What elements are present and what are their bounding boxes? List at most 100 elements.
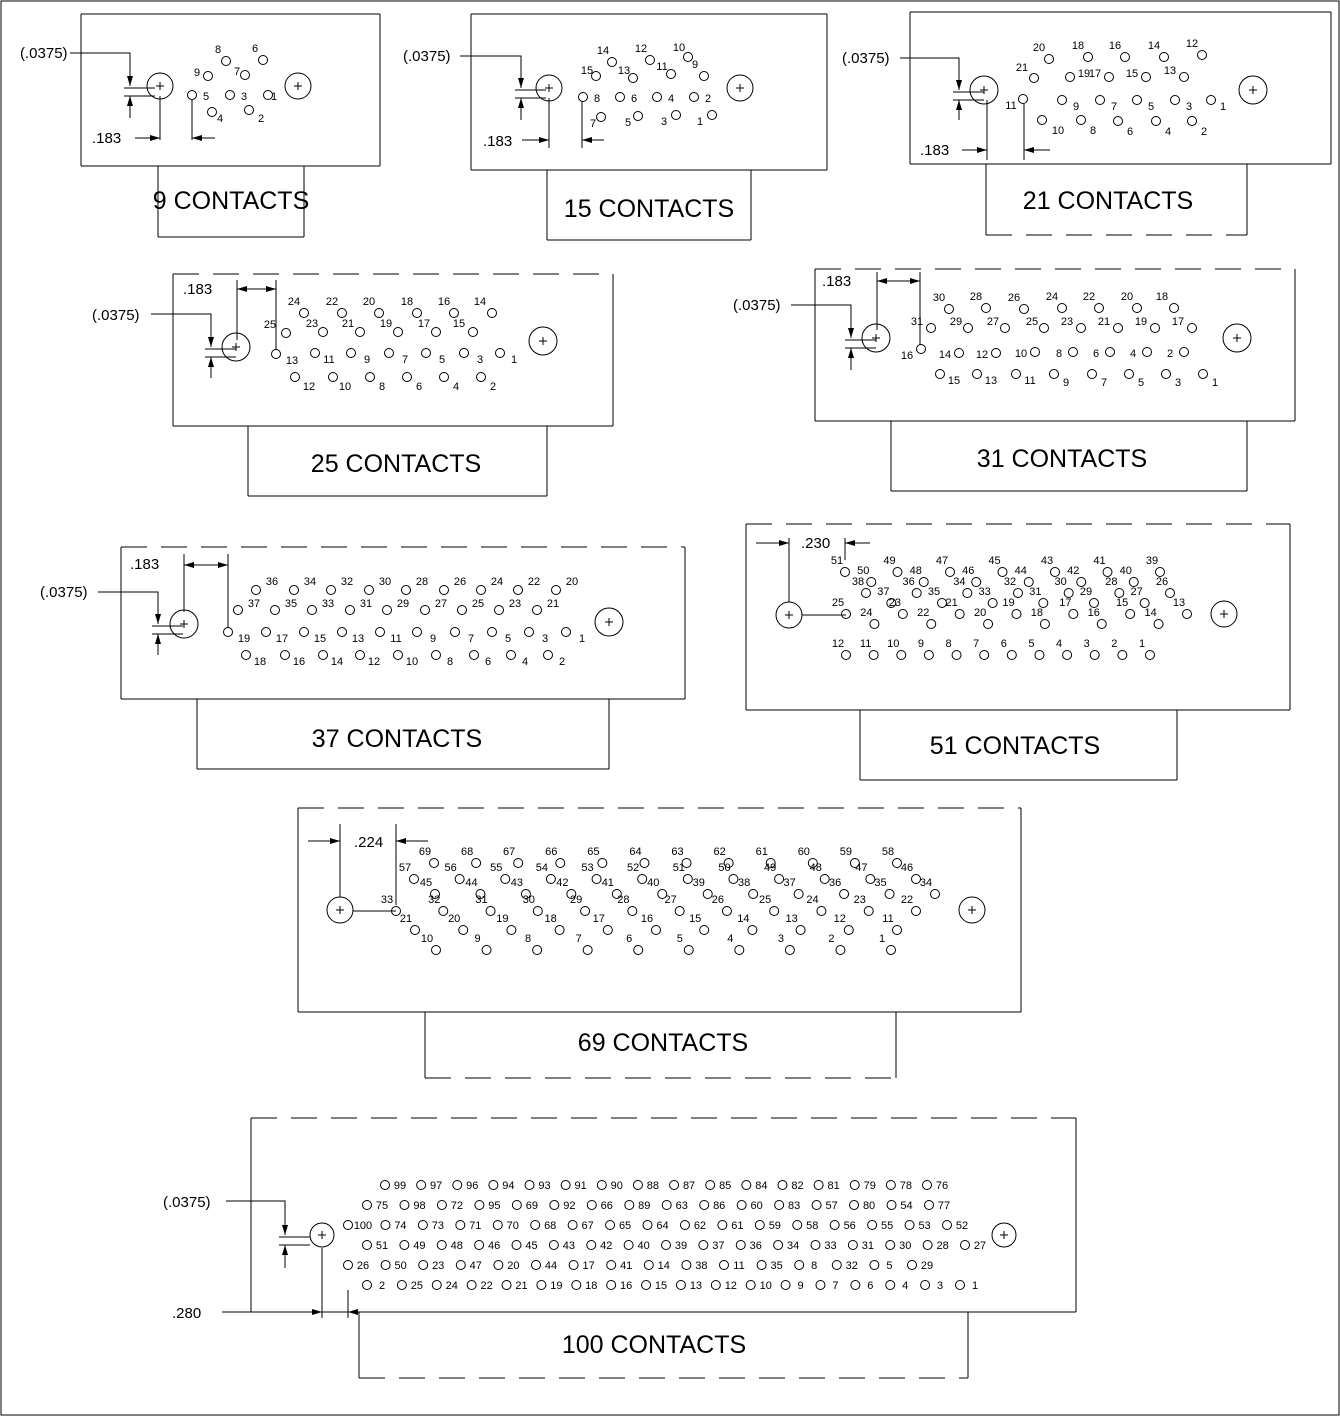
contact-pin [187, 90, 197, 100]
contact-pin [1169, 303, 1179, 313]
contact-pin [699, 1200, 710, 1210]
contact-pin [615, 92, 625, 102]
contact-number: 8 [379, 381, 385, 393]
pin-diameter-dimension: (.0375) [20, 45, 68, 62]
contact-number: 53 [581, 862, 593, 874]
contact-pin [1187, 323, 1197, 333]
contact-number: 16 [901, 350, 913, 362]
contact-pin [951, 650, 962, 660]
contact-pin [221, 56, 231, 66]
contact-pin [669, 1180, 680, 1190]
contact-pin [971, 577, 982, 587]
contact-pin [450, 627, 460, 637]
contact-number: 4 [453, 381, 459, 393]
contact-number: 14 [331, 656, 343, 668]
contact-pin [892, 567, 903, 577]
contact-pin [661, 1200, 672, 1210]
contact-number: 15 [948, 375, 960, 387]
pin-spacing-dimension: .183 [822, 273, 851, 290]
contact-pin [841, 650, 851, 660]
contact-number: 7 [590, 118, 596, 130]
dimension-arrow [779, 540, 789, 546]
contact-number: 10 [421, 933, 433, 945]
contact-pin [532, 605, 542, 615]
contact-number: 49 [413, 1240, 425, 1252]
contact-pin [1023, 577, 1034, 587]
contact-pin [671, 110, 681, 120]
contact-number: 36 [903, 576, 915, 588]
contact-pin [1104, 72, 1114, 82]
contact-pin [907, 1260, 917, 1270]
contact-number: 2 [828, 933, 834, 945]
contact-number: 16 [1088, 607, 1100, 619]
contact-number: 32 [341, 576, 353, 588]
contact-pin [270, 605, 280, 615]
contact-number: 23 [509, 598, 521, 610]
contact-pin [792, 1220, 803, 1230]
contact-number: 3 [661, 116, 667, 128]
contact-number: 18 [1072, 40, 1084, 52]
contact-number: 19 [238, 633, 250, 645]
contact-number: 59 [769, 1220, 781, 1232]
contact-number: 42 [1067, 565, 1079, 577]
contact-pin [439, 585, 449, 595]
contact-pin [661, 1240, 671, 1250]
contact-pin [318, 650, 328, 660]
contact-number: 97 [430, 1180, 442, 1192]
contact-number: 12 [1186, 38, 1198, 50]
contact-pin [1089, 650, 1100, 660]
contact-pin [251, 585, 261, 595]
contact-number: 68 [544, 1220, 556, 1232]
contact-number: 20 [507, 1260, 519, 1272]
contact-number: 27 [974, 1240, 986, 1252]
contact-number: 15 [314, 633, 326, 645]
dimension-arrow [348, 1309, 358, 1315]
contact-pin [935, 369, 945, 379]
contact-pin [623, 1240, 634, 1250]
contact-pin [868, 650, 879, 660]
contact-pin [1029, 73, 1039, 83]
contact-pin [717, 1220, 728, 1230]
contact-number: 28 [1105, 576, 1117, 588]
contact-pin [1063, 588, 1074, 598]
contact-number: 6 [1093, 348, 1099, 360]
contact-pin [586, 1200, 597, 1210]
contact-pin [469, 650, 479, 660]
contact-number: 40 [1120, 565, 1132, 577]
contact-pin [869, 619, 880, 629]
contact-pin [682, 874, 693, 884]
dimension-arrow [845, 540, 855, 546]
contact-pin [475, 889, 486, 899]
contact-pin [937, 598, 947, 608]
contact-pin [524, 627, 534, 637]
pin-spacing-dimension: .224 [354, 834, 383, 851]
contact-pin [382, 605, 392, 615]
contact-number: 31 [911, 316, 923, 328]
contact-number: 5 [1148, 101, 1154, 113]
contact-number: 90 [611, 1180, 623, 1192]
contact-pin [972, 369, 982, 379]
contact-number: 21 [400, 913, 412, 925]
contact-number: 8 [1056, 348, 1062, 360]
contact-pin [346, 348, 356, 358]
contact-number: 4 [727, 933, 733, 945]
contact-pin [1062, 650, 1073, 660]
contact-number: 24 [446, 1280, 458, 1292]
contact-pin [258, 55, 268, 65]
contact-number: 59 [840, 846, 852, 858]
contact-pin [474, 1240, 485, 1250]
contact-pin [869, 1260, 880, 1270]
contact-number: 7 [576, 933, 582, 945]
contact-pin [459, 348, 469, 358]
contact-pin [449, 308, 459, 318]
contact-number: 20 [1033, 42, 1045, 54]
contact-number: 51 [673, 862, 685, 874]
contact-pin [1044, 54, 1054, 64]
contact-pin [1105, 347, 1115, 357]
contact-pin [777, 1180, 788, 1190]
contact-number: 47 [470, 1260, 482, 1272]
contact-number: 65 [587, 846, 599, 858]
pin-spacing-dimension: .183 [130, 556, 159, 573]
contact-pin [847, 1240, 858, 1250]
